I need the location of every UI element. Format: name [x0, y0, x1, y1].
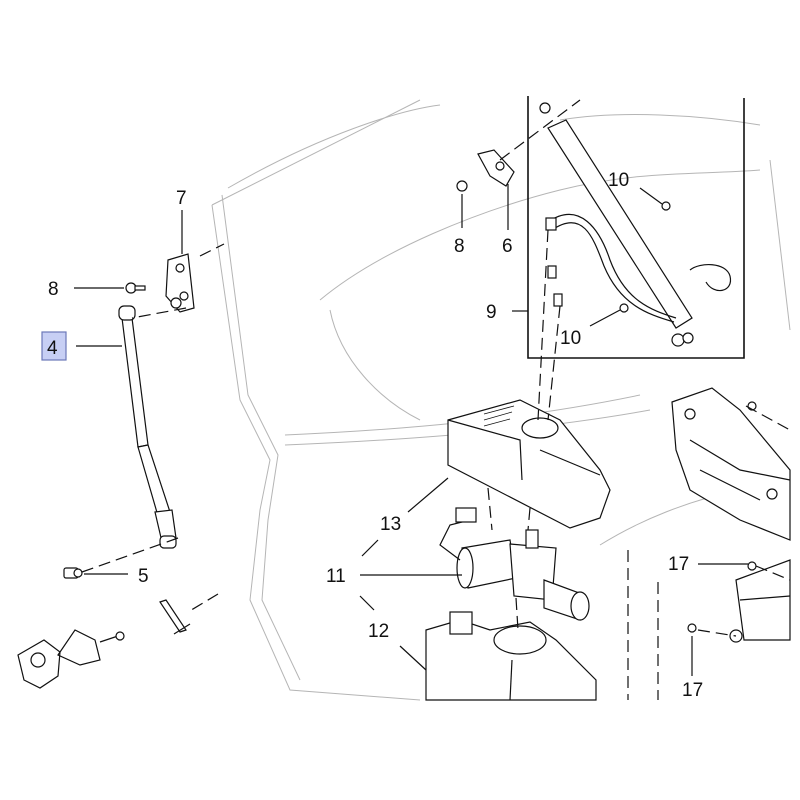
- label-13[interactable]: 13: [380, 514, 401, 535]
- label-4[interactable]: 4: [47, 338, 58, 359]
- dashed-lines: [81, 99, 791, 700]
- label-8-upper[interactable]: 8: [454, 236, 465, 257]
- label-8-left[interactable]: 8: [48, 279, 59, 300]
- label-10-lower[interactable]: 10: [560, 328, 581, 349]
- label-7[interactable]: 7: [176, 188, 187, 209]
- nut-5: [63, 567, 83, 579]
- latch-cable: [17, 629, 125, 689]
- label-10-upper[interactable]: 10: [608, 170, 629, 191]
- hinge-parts-right: [671, 387, 791, 643]
- callout-labels: 4 5 6 7 8 8 9 10 10 11 12 13 17 17: [41, 170, 703, 701]
- leader-lines: [74, 184, 748, 676]
- label-5[interactable]: 5: [138, 566, 149, 587]
- label-12[interactable]: 12: [368, 621, 389, 642]
- bracket-6: [477, 149, 515, 187]
- bolt-8-upper: [456, 180, 468, 192]
- mount-12: [425, 611, 597, 701]
- motor-11: [439, 507, 590, 621]
- bolt-8-left: [125, 282, 146, 294]
- label-17-lower[interactable]: 17: [682, 680, 703, 701]
- inset-frame-9: [527, 96, 745, 359]
- bracket-7: [165, 253, 195, 313]
- reservoir-13: [447, 399, 611, 529]
- label-11[interactable]: 11: [326, 566, 346, 587]
- t-handle-tool: [159, 599, 191, 635]
- label-6[interactable]: 6: [502, 236, 513, 257]
- fasteners-10: [619, 201, 671, 313]
- label-9[interactable]: 9: [486, 302, 497, 323]
- tailgate-outline: [211, 99, 791, 701]
- label-17-upper[interactable]: 17: [668, 554, 689, 575]
- inset-cylinder: [539, 102, 732, 347]
- gas-strut: [118, 305, 177, 549]
- highlight-box-4: [41, 331, 67, 361]
